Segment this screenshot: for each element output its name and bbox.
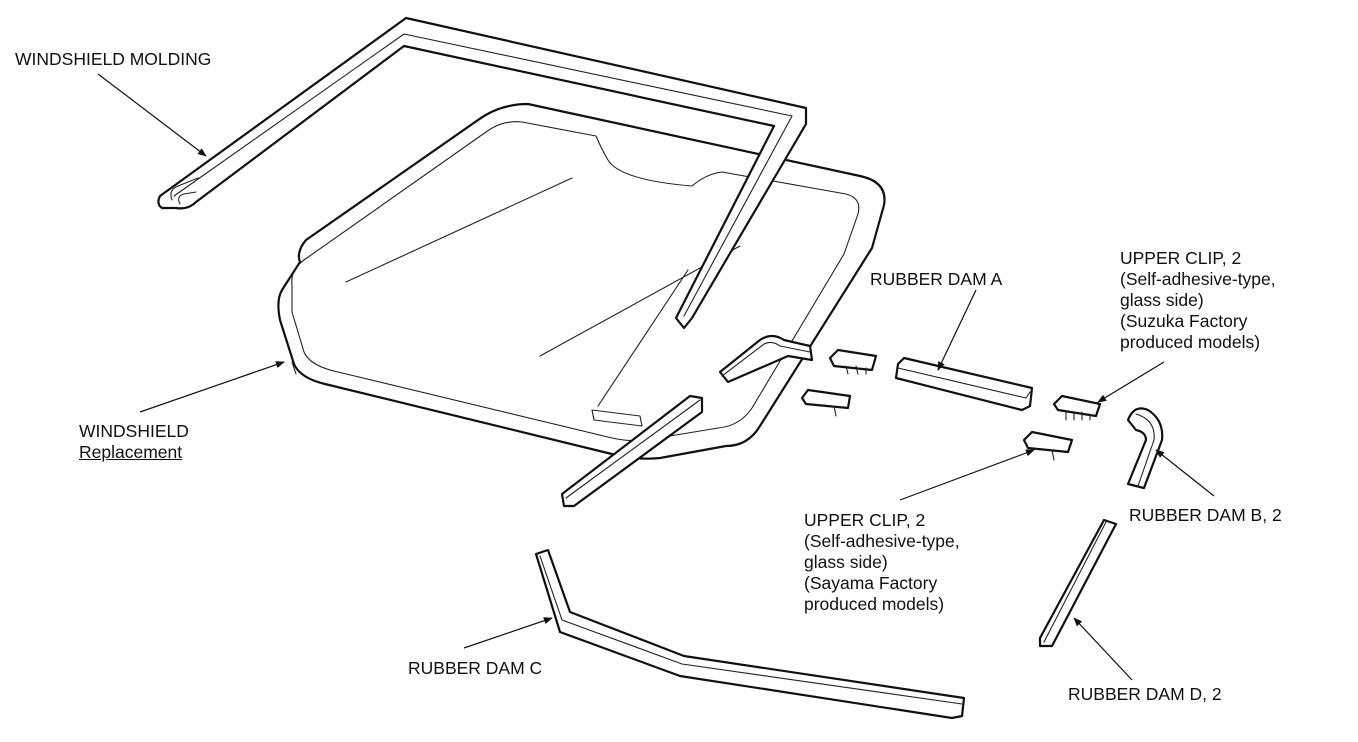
- leader-lines: [97, 73, 1215, 681]
- windshield-molding: [157, 16, 808, 330]
- label-rubber-dam-c: RUBBER DAM C: [408, 658, 543, 678]
- leader-rubber-dam-d: [1073, 617, 1133, 681]
- leader-rubber-dam-a: [937, 289, 977, 371]
- rubber-dam-c: [534, 548, 966, 720]
- label-windshield-molding: WINDSHIELD MOLDING: [15, 49, 212, 69]
- leader-windshield: [139, 361, 285, 413]
- leader-upper-clip-suzuka: [1097, 361, 1165, 403]
- leader-windshield-molding: [97, 73, 207, 157]
- label-rubber-dam-d: RUBBER DAM D, 2: [1068, 684, 1222, 704]
- label-windshield: WINDSHIELD Replacement: [79, 421, 189, 462]
- rubber-dam-straight-left: [560, 394, 704, 508]
- label-rubber-dam-a: RUBBER DAM A: [870, 269, 1003, 289]
- rubber-dam-a-elbow: [718, 334, 814, 384]
- leader-rubber-dam-c: [463, 617, 553, 649]
- label-upper-clip-sayama: UPPER CLIP, 2 (Self-adhesive-type, glass…: [804, 510, 960, 614]
- upper-clip-1: [828, 348, 878, 375]
- rubber-dam-b: [1126, 407, 1164, 490]
- label-rubber-dam-b: RUBBER DAM B, 2: [1129, 505, 1282, 525]
- upper-clip-sayama: [1022, 430, 1074, 461]
- rubber-dam-a: [894, 356, 1034, 412]
- label-upper-clip-suzuka: UPPER CLIP, 2 (Self-adhesive-type, glass…: [1120, 248, 1276, 352]
- leader-upper-clip-sayama: [899, 449, 1035, 501]
- leader-rubber-dam-b: [1155, 449, 1215, 497]
- upper-clip-2: [800, 388, 852, 417]
- upper-clip-suzuka: [1052, 394, 1102, 421]
- windshield-replacement-link[interactable]: Replacement: [79, 442, 183, 462]
- rubber-dam-d: [1038, 518, 1118, 648]
- windshield-glass: [277, 102, 886, 460]
